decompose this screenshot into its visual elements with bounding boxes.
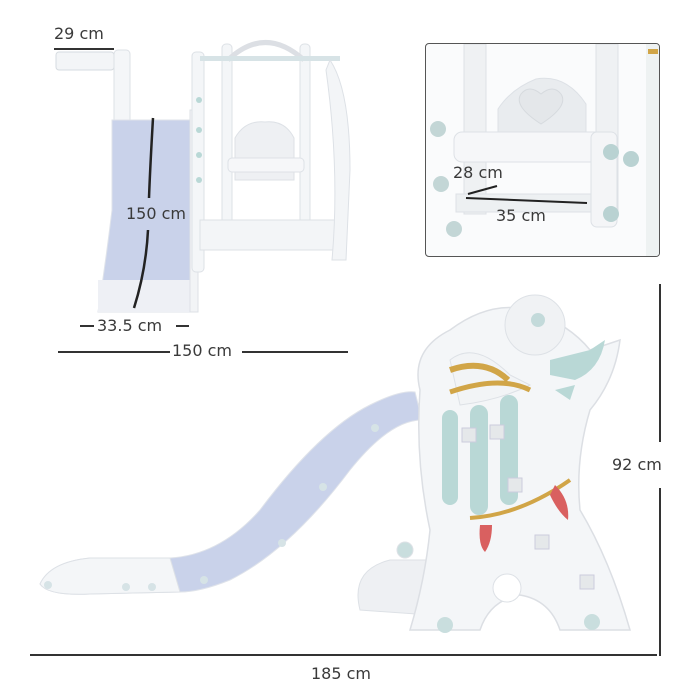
height-line-bottom [659,488,661,656]
rocket-slide-side-drawing [39,294,631,633]
total-length-top-label: 150 cm [172,341,233,360]
seat-depth-label: 28 cm [453,163,503,182]
slide-width-line-right [176,325,189,327]
seat-width-label: 35 cm [496,206,546,225]
length-line [30,654,657,656]
height-label: 92 cm [612,455,662,474]
total-length-top-line-left [58,351,170,353]
slide-width-label: 33.5 cm [97,316,163,335]
basket-width-label: 29 cm [54,24,104,43]
total-length-top-line-right [242,351,348,353]
seat-detail-panel [425,43,660,257]
side-view-illustration [30,280,670,660]
length-label: 185 cm [311,664,372,683]
height-line-top [659,284,661,442]
basket-width-line [54,48,114,50]
top-view-illustration [50,30,360,330]
slide-length-label: 150 cm [126,204,187,223]
slide-width-line-left [80,325,94,327]
seat-detail-drawing [430,44,659,256]
slide-swing-top-drawing [55,40,351,313]
